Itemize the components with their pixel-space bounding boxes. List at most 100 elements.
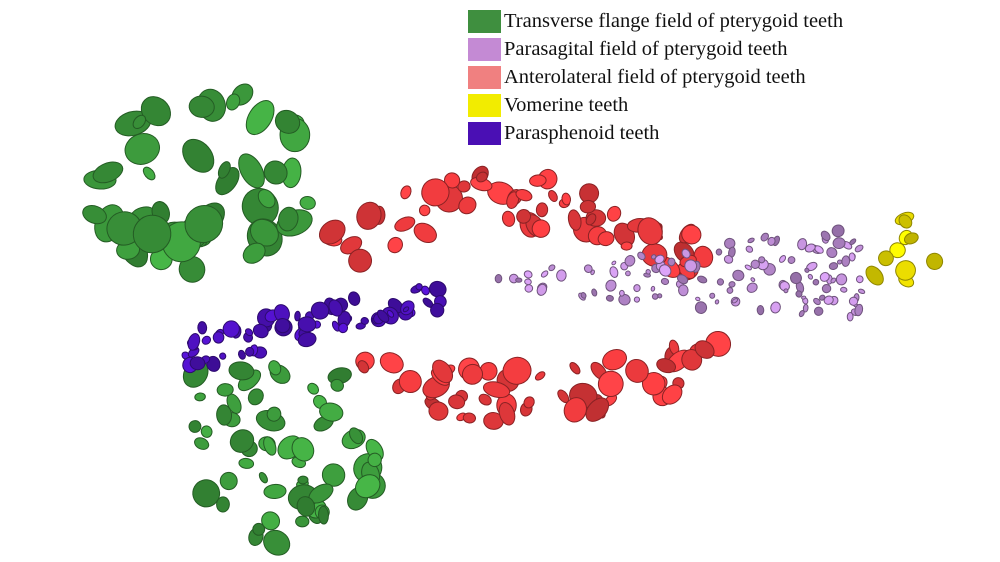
transverse-tooth	[330, 378, 344, 392]
parasphenoid-tooth	[348, 291, 361, 306]
parasagital-tooth	[728, 281, 736, 288]
parasagital-tooth	[605, 294, 614, 302]
parasagital-tooth	[515, 277, 523, 283]
transverse-tooth	[247, 388, 264, 406]
vomerine-tooth	[878, 250, 894, 267]
parasagital-tooth	[609, 266, 619, 278]
anterolateral-tooth	[516, 209, 532, 224]
anterolateral-tooth	[478, 393, 492, 406]
parasphenoid-tooth	[402, 306, 410, 313]
transverse-tooth	[257, 189, 276, 209]
parasagital-tooth	[783, 288, 789, 294]
parasagital-tooth	[619, 289, 625, 297]
parasagital-tooth	[523, 270, 533, 279]
parasagital-tooth	[846, 311, 854, 322]
transverse-tooth	[124, 133, 160, 165]
vomerine-tooth	[895, 260, 916, 281]
parasphenoid-tooth	[297, 316, 317, 333]
legend-item-vomerine: Vomerine teeth	[468, 91, 843, 119]
legend-item-parasagital: Parasagital field of pterygoid teeth	[468, 35, 843, 63]
parasagital-tooth	[694, 301, 708, 314]
legend-swatch	[468, 9, 501, 33]
vomerine-tooth	[898, 214, 913, 229]
transverse-tooth	[188, 95, 215, 118]
transverse-tooth	[307, 382, 320, 395]
transverse-tooth	[297, 475, 309, 485]
parasagital-tooth	[823, 295, 834, 305]
parasagital-tooth	[580, 292, 587, 299]
parasagital-tooth	[760, 232, 769, 242]
anterolateral-tooth	[602, 348, 627, 371]
parasagital-tooth	[714, 299, 720, 305]
parasphenoid-tooth	[245, 346, 255, 357]
parasphenoid-tooth	[244, 328, 254, 337]
transverse-tooth	[184, 205, 224, 244]
parasagital-tooth	[797, 238, 808, 251]
parasagital-tooth	[715, 248, 723, 256]
transverse-tooth	[238, 457, 255, 469]
parasagital-tooth	[758, 256, 766, 264]
anterolateral-tooth	[567, 209, 582, 231]
transverse-tooth	[261, 511, 281, 531]
parasagital-tooth	[747, 237, 755, 244]
parasagital-tooth	[723, 254, 734, 264]
anterolateral-tooth	[661, 384, 683, 405]
transverse-tooth	[296, 496, 316, 517]
anterolateral-tooth	[483, 381, 511, 399]
legend-swatch	[468, 65, 501, 89]
anterolateral-tooth	[656, 358, 677, 374]
transverse-tooth	[258, 471, 268, 484]
parasphenoid-tooth	[421, 285, 430, 296]
parasagital-tooth	[676, 274, 689, 285]
legend-item-parasphenoid: Parasphenoid teeth	[468, 119, 843, 147]
transverse-tooth	[216, 404, 233, 426]
anterolateral-tooth	[548, 190, 558, 202]
transverse-tooth	[318, 505, 329, 525]
anterolateral-tooth	[356, 201, 382, 230]
transverse-tooth	[216, 496, 230, 513]
transverse-tooth	[132, 114, 147, 130]
parasphenoid-tooth	[428, 280, 447, 298]
anterolateral-tooth	[413, 222, 437, 244]
anterolateral-tooth	[620, 241, 633, 251]
parasagital-tooth	[681, 248, 691, 259]
legend-item-anterolateral: Anterolateral field of pterygoid teeth	[468, 63, 843, 91]
parasagital-tooth	[583, 264, 593, 273]
transverse-tooth	[355, 474, 381, 499]
parasphenoid-tooth	[222, 320, 240, 338]
parasphenoid-tooth	[310, 301, 330, 320]
parasagital-tooth	[633, 296, 641, 303]
transverse-tooth	[263, 529, 291, 556]
parasagital-tooth	[807, 273, 814, 280]
legend-label: Parasphenoid teeth	[504, 121, 660, 144]
anterolateral-tooth	[475, 171, 488, 183]
transverse-tooth	[200, 425, 213, 438]
parasphenoid-tooth	[376, 309, 390, 323]
anterolateral-tooth	[535, 202, 549, 218]
parasphenoid-tooth	[415, 283, 423, 291]
parasagital-tooth	[756, 305, 765, 316]
anterolateral-tooth	[421, 178, 450, 207]
parasagital-tooth	[650, 285, 656, 292]
anterolateral-tooth	[515, 188, 533, 202]
anterolateral-tooth	[579, 199, 597, 214]
parasagital-tooth	[804, 267, 810, 273]
parasagital-tooth	[804, 243, 816, 253]
transverse-tooth	[295, 515, 310, 528]
parasagital-tooth	[709, 292, 716, 299]
transverse-tooth	[291, 437, 315, 462]
anterolateral-tooth	[637, 217, 663, 246]
parasagital-tooth	[716, 278, 725, 286]
parasagital-tooth	[726, 287, 734, 294]
parasagital-tooth	[819, 294, 826, 301]
parasagital-tooth	[637, 251, 646, 261]
anterolateral-tooth	[400, 185, 412, 200]
parasagital-tooth	[660, 277, 670, 286]
transverse-tooth	[194, 437, 210, 450]
anterolateral-tooth	[498, 401, 516, 426]
parasagital-tooth	[830, 277, 837, 284]
parasagital-tooth	[849, 238, 857, 246]
transverse-tooth	[242, 242, 266, 264]
parasagital-tooth	[840, 286, 848, 293]
legend-label: Anterolateral field of pterygoid teeth	[504, 65, 806, 88]
